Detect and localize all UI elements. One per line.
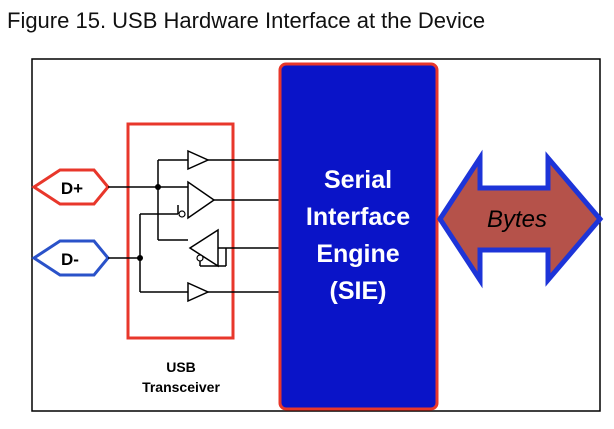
- sie-label-line1: Serial: [324, 166, 392, 194]
- sie-block: [278, 62, 439, 411]
- inverter-bubble-icon: [178, 210, 186, 218]
- transceiver-box: [126, 122, 235, 340]
- sie-label-line3: Engine: [316, 240, 399, 268]
- buffer-triangle-icon: [187, 149, 210, 171]
- transceiver-wiring: [108, 159, 280, 293]
- junction-dplus: [155, 184, 161, 190]
- pin-dplus-label: D+: [61, 179, 83, 198]
- inverter-bubble-icon: [196, 254, 204, 262]
- sie-label-line4: (SIE): [330, 277, 387, 305]
- buffer-triangle-icon: [187, 281, 210, 303]
- transceiver-label-line1: USB: [166, 359, 196, 375]
- pin-dminus: D-: [31, 239, 110, 277]
- sie-label-line2: Interface: [306, 203, 410, 231]
- bytes-label: Bytes: [487, 206, 547, 233]
- diagram-frame: [31, 58, 601, 412]
- transceiver-label-line2: Transceiver: [142, 379, 220, 395]
- buffer-triangle-icon: [187, 180, 216, 220]
- pin-dminus-label: D-: [61, 250, 79, 269]
- double-arrow-icon: [437, 149, 604, 289]
- pin-dplus: D+: [31, 168, 110, 206]
- figure-caption: Figure 15. USB Hardware Interface at the…: [7, 8, 486, 33]
- junction-dminus: [137, 255, 143, 261]
- buffer-triangle-icon: [188, 228, 219, 268]
